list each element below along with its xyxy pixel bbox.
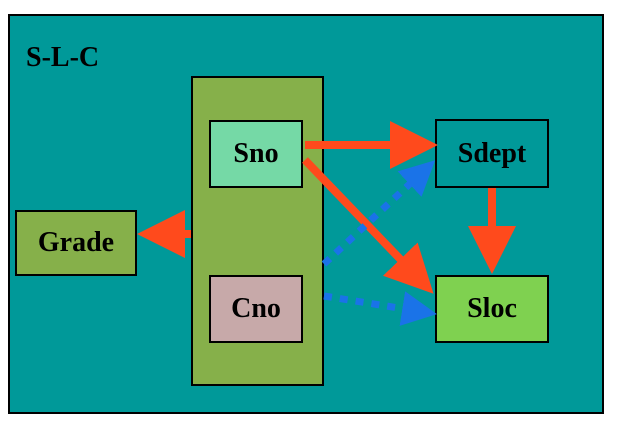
node-grade: Grade <box>15 210 137 276</box>
diagram-title: S-L-C <box>26 42 100 73</box>
node-cno: Cno <box>209 275 303 343</box>
arrow-key-sdept-dotted <box>321 160 436 267</box>
node-sloc: Sloc <box>435 275 549 343</box>
arrow-sno-sloc <box>302 157 434 294</box>
arrow-cno-sloc-dotted <box>323 291 437 326</box>
node-sno: Sno <box>209 120 303 188</box>
